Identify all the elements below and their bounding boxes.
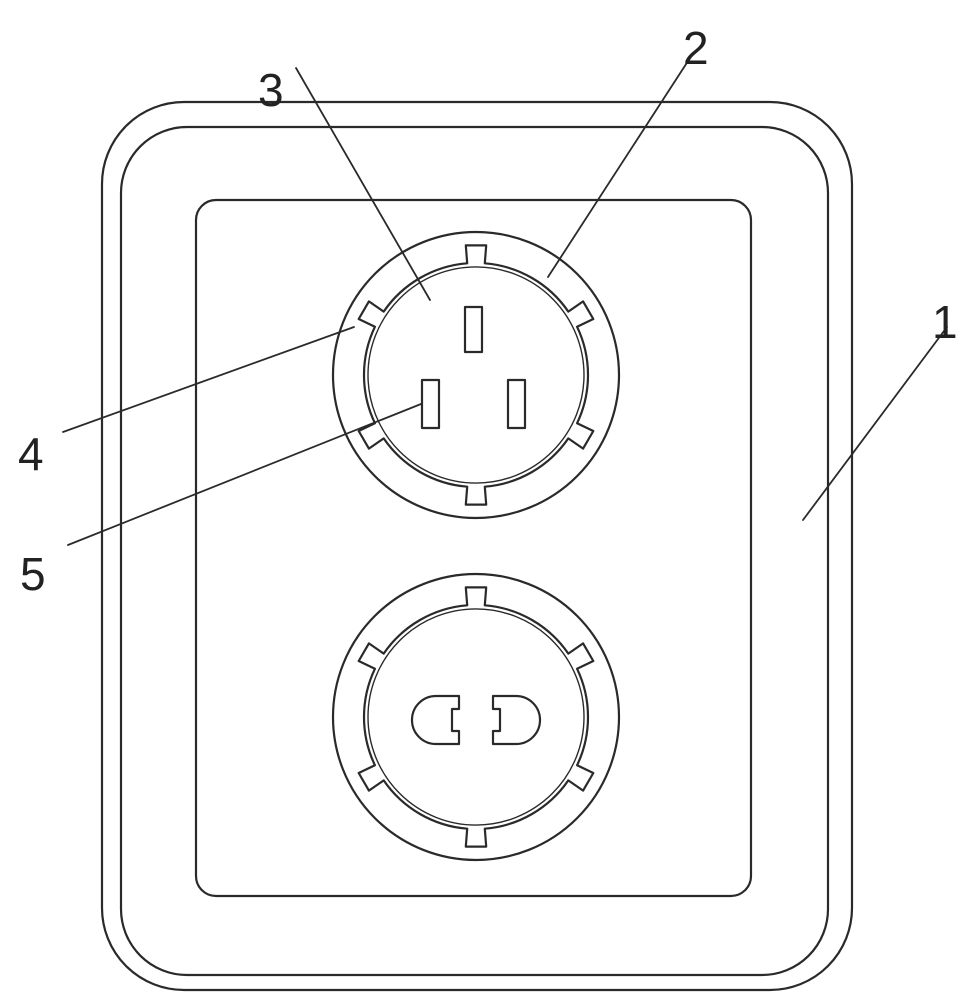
leader-line-3 xyxy=(295,67,431,301)
socket-inner-rim xyxy=(367,266,585,484)
callout-5: 5 xyxy=(20,548,46,600)
leader-line-1 xyxy=(802,326,948,521)
right-round-pin-slot xyxy=(491,694,542,746)
faceplate-panel xyxy=(194,198,753,898)
socket-outer-ring xyxy=(331,230,621,520)
left-round-pin-slot xyxy=(410,694,461,746)
socket-inner-rim xyxy=(367,608,585,826)
three-pin-socket xyxy=(331,230,621,520)
right-pin-slot xyxy=(506,378,527,430)
housing-inner-outline xyxy=(119,125,830,977)
callout-4: 4 xyxy=(18,428,44,480)
callout-3: 3 xyxy=(258,64,284,116)
leader-line-4 xyxy=(62,326,355,433)
left-pin-slot xyxy=(420,378,441,430)
housing-outer-outline xyxy=(100,100,854,992)
callout-2: 2 xyxy=(683,22,709,74)
leader-line-2 xyxy=(547,57,691,278)
socket-outer-ring xyxy=(331,572,621,862)
socket-toothed-rim xyxy=(357,244,595,506)
two-pin-socket xyxy=(331,572,621,862)
leader-line-5 xyxy=(67,403,422,546)
socket-toothed-rim xyxy=(357,586,595,848)
top-pin-slot xyxy=(463,305,484,354)
callout-1: 1 xyxy=(932,296,958,348)
